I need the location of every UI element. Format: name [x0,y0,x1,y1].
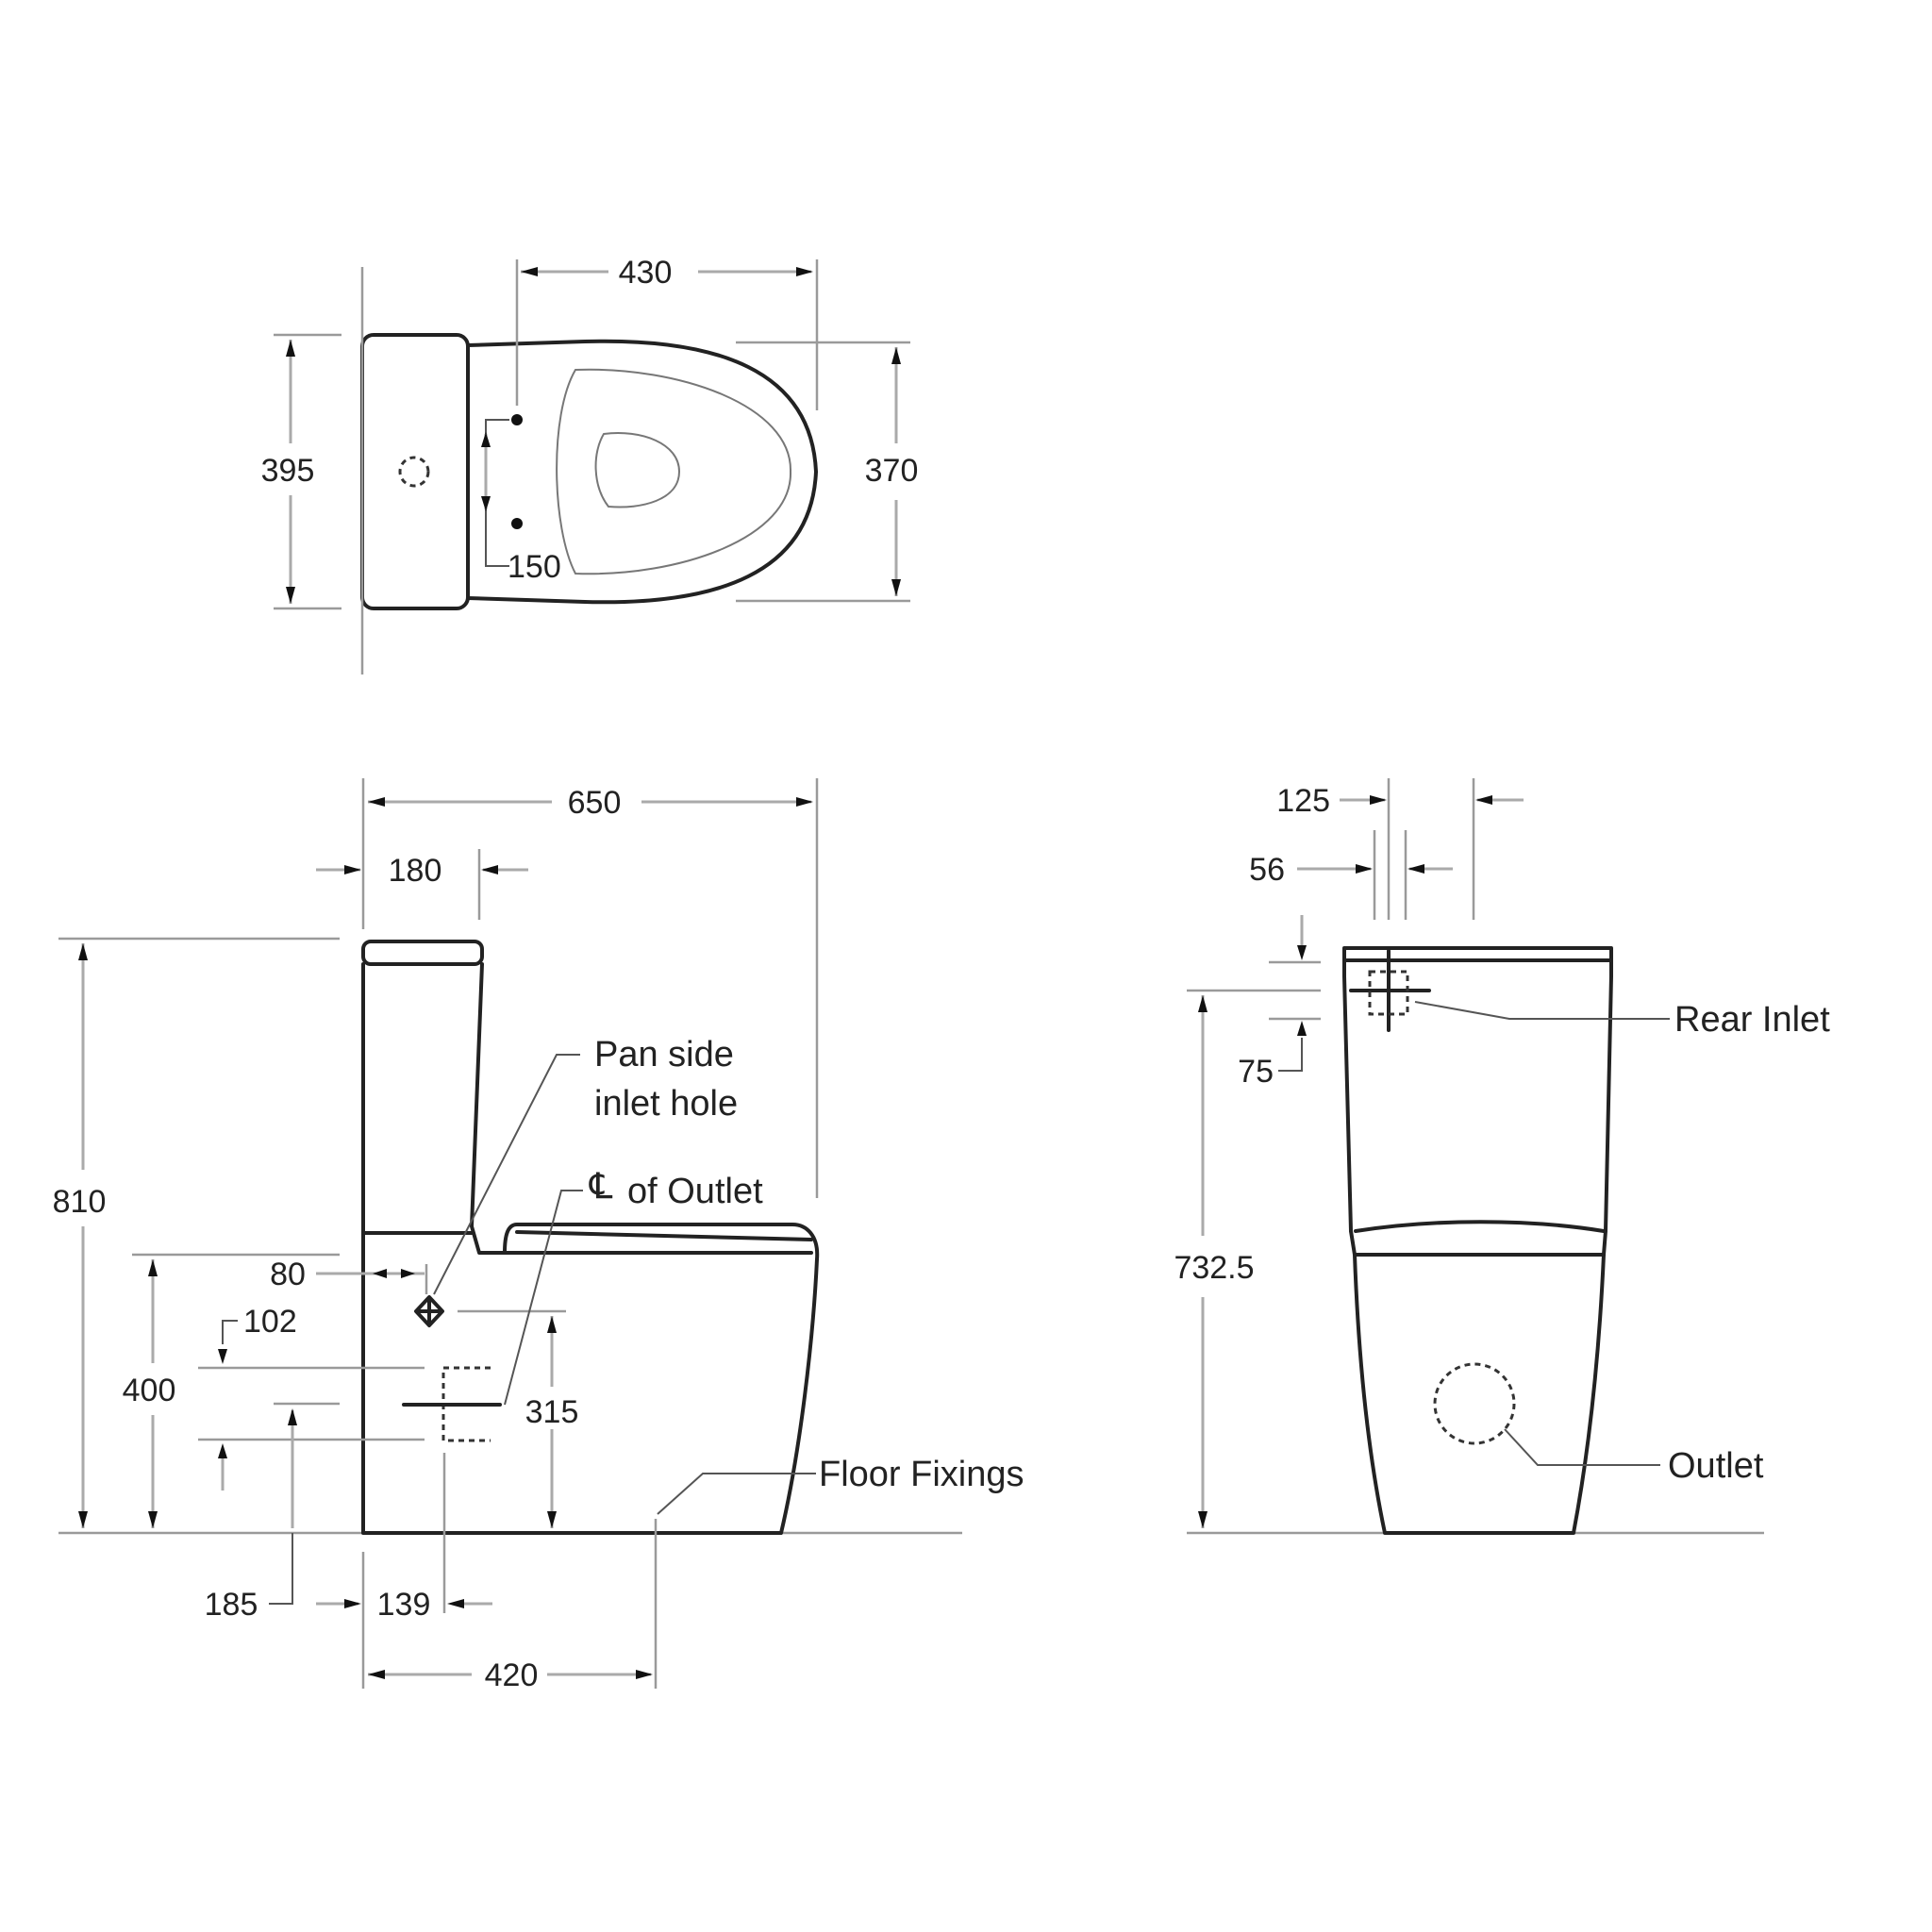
plan-view: 430 395 370 150 [261,255,919,675]
label-pan-side-inlet: Pan side [594,1035,734,1074]
dim-370: 370 [865,453,919,489]
rear-pan-outline [1349,1229,1607,1535]
dim-400: 400 [123,1373,176,1408]
dim-650: 650 [568,785,622,821]
rear-inlet-icon [1349,949,1431,1032]
dim-139: 139 [377,1587,431,1623]
outlet-hidden-icon [402,1366,502,1442]
flush-button-icon [398,456,430,488]
plan-bowl-opening [594,432,681,508]
dim-395: 395 [261,453,315,489]
centreline-symbol-icon: ℄ [589,1167,613,1207]
side-view: 650 180 810 400 80 102 [53,778,1024,1693]
side-cistern-lid [361,940,484,966]
dim-150: 150 [508,549,561,585]
dim-80: 80 [270,1257,306,1292]
rear-outlet-icon [1433,1362,1516,1445]
dim-810: 810 [53,1184,107,1220]
dim-56: 56 [1249,852,1285,888]
label-rear-inlet: Rear Inlet [1674,1000,1830,1040]
dim-102: 102 [243,1304,297,1340]
dim-125: 125 [1276,783,1330,819]
dim-420: 420 [485,1657,539,1693]
dim-180: 180 [389,853,442,889]
label-outlet: Outlet [1668,1446,1764,1486]
side-pan-body [361,1223,820,1535]
pan-side-inlet-hole-icon [414,1295,444,1327]
side-cistern-body [361,962,813,1255]
dim-315: 315 [525,1394,579,1430]
rear-cistern-outline [1342,946,1613,1233]
plan-cistern-outline [360,333,470,610]
dim-75: 75 [1238,1054,1274,1090]
rear-view: 125 56 75 732.5 Rear Inlet Outlet [1174,778,1830,1535]
label-pan-side-inlet-2: inlet hole [594,1084,738,1124]
seat-hinge-point [511,518,523,529]
plan-seat-inner [556,368,792,575]
dim-185: 185 [205,1587,258,1623]
label-cl-of-outlet: of Outlet [627,1172,763,1211]
label-floor-fixings: Floor Fixings [819,1455,1024,1494]
plan-pan-outline [466,339,818,605]
dim-732-5: 732.5 [1174,1250,1254,1286]
rear-seat-outline [1354,1220,1606,1257]
seat-hinge-point [511,414,523,425]
dim-430: 430 [619,255,673,291]
